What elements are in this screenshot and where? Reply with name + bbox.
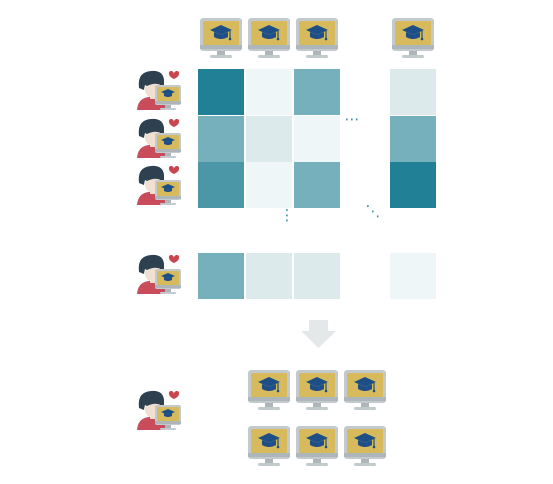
course-monitor-icon	[391, 17, 435, 59]
user-with-heart-icon	[137, 70, 181, 110]
diagonal-ellipsis: ⋱	[366, 202, 381, 220]
matrix-cell	[390, 162, 436, 208]
interaction-matrix	[198, 69, 436, 299]
course-monitor-icon	[247, 425, 291, 467]
matrix-cell	[198, 116, 244, 162]
course-monitor-icon	[247, 369, 291, 411]
matrix-cell	[246, 253, 292, 299]
course-monitor-icon	[343, 369, 387, 411]
user-with-heart-icon	[137, 254, 181, 294]
matrix-cell	[246, 162, 292, 208]
matrix-cell	[294, 253, 340, 299]
course-monitor-icon	[343, 425, 387, 467]
down-arrow-icon	[301, 320, 336, 348]
matrix-cell	[198, 253, 244, 299]
vertical-ellipsis: ⋮	[280, 206, 295, 224]
user-with-heart-icon	[137, 390, 181, 430]
matrix-cell	[246, 69, 292, 115]
course-monitor-icon	[199, 17, 243, 59]
matrix-cell	[390, 253, 436, 299]
matrix-cell	[294, 162, 340, 208]
matrix-cell	[390, 116, 436, 162]
user-with-heart-icon	[137, 165, 181, 205]
matrix-cell	[294, 69, 340, 115]
course-monitor-icon	[247, 17, 291, 59]
course-monitor-icon	[295, 425, 339, 467]
horizontal-ellipsis: ⋯	[345, 110, 360, 128]
course-monitor-icon	[295, 17, 339, 59]
matrix-cell	[198, 162, 244, 208]
matrix-cell	[198, 69, 244, 115]
matrix-cell	[390, 69, 436, 115]
user-with-heart-icon	[137, 118, 181, 158]
matrix-cell	[294, 116, 340, 162]
matrix-cell	[246, 116, 292, 162]
course-monitor-icon	[295, 369, 339, 411]
